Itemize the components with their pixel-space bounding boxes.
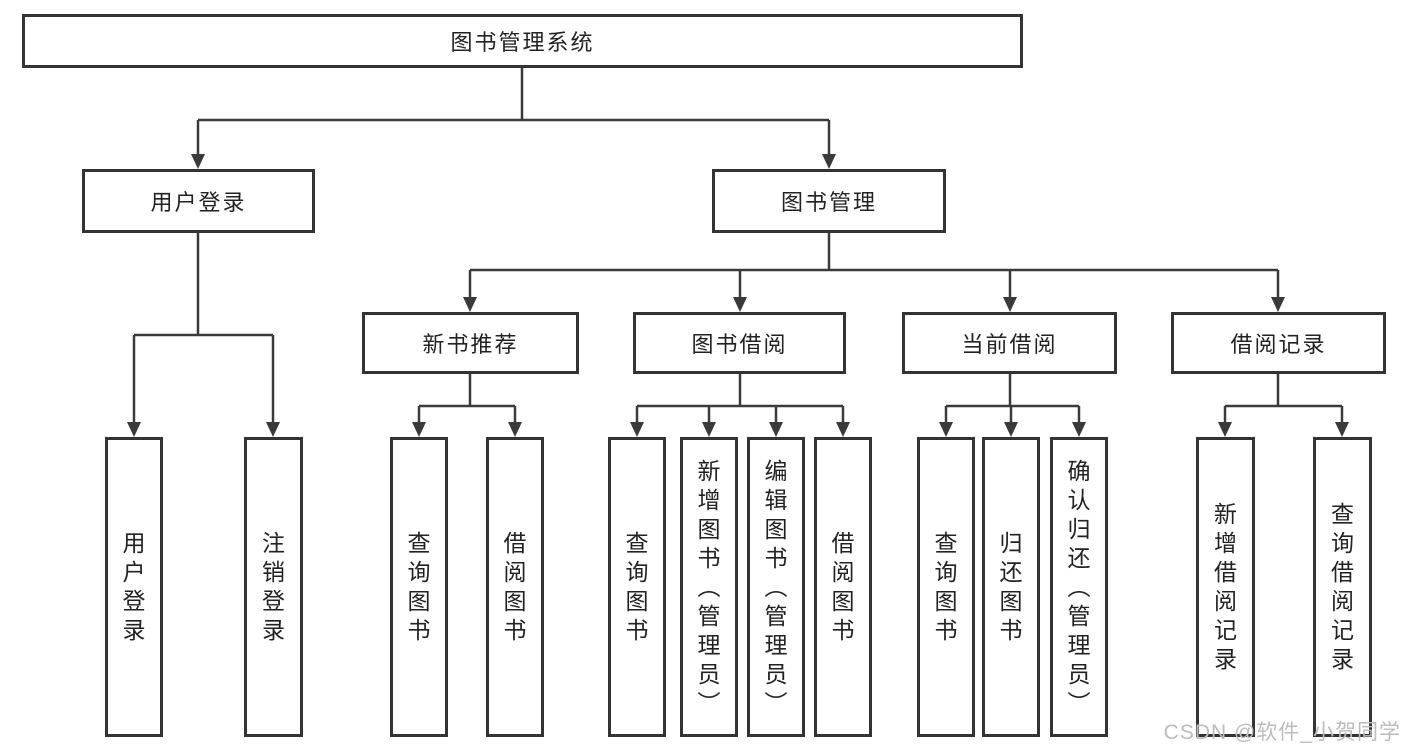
vertical-char: 阅 — [1214, 588, 1237, 614]
vertical-char: 借 — [1214, 559, 1237, 585]
vertical-char: ︵ — [697, 573, 721, 600]
vertical-char: 归 — [1067, 515, 1091, 542]
node-new-book-recommend: 新书推荐 — [362, 312, 579, 374]
csdn-watermark: CSDN @软件_小贺同学 — [1163, 721, 1401, 744]
vertical-char: 新 — [1214, 501, 1237, 527]
leaf-query-books-recommend: 查询图书 — [390, 437, 448, 737]
vertical-char: 管 — [1067, 602, 1091, 629]
vertical-char: 图 — [999, 588, 1023, 614]
vertical-char: 询 — [625, 559, 649, 585]
vertical-char: 录 — [262, 617, 285, 643]
vertical-char: 编 — [764, 457, 788, 484]
vertical-char: 理 — [697, 631, 721, 658]
vertical-char: 阅 — [1331, 588, 1354, 614]
vertical-char: ︵ — [764, 573, 788, 600]
vertical-char: 归 — [999, 530, 1023, 556]
vertical-char: 图 — [934, 588, 958, 614]
vertical-char: 销 — [262, 559, 285, 585]
vertical-char: 书 — [831, 617, 855, 643]
vertical-char: 记 — [1331, 617, 1354, 643]
vertical-char: 还 — [1067, 544, 1091, 571]
vertical-char: 阅 — [831, 559, 855, 585]
node-library-management-system: 图书管理系统 — [22, 14, 1023, 68]
leaf-edit-book-admin: 编辑图书︵管理员︶ — [747, 437, 805, 737]
vertical-char: 阅 — [503, 559, 527, 585]
vertical-char: 书 — [503, 617, 527, 643]
leaf-borrow-books-recommend: 借阅图书 — [486, 437, 544, 737]
vertical-char: 录 — [122, 617, 146, 643]
vertical-char: 员 — [1067, 660, 1091, 687]
vertical-char: 书 — [625, 617, 649, 643]
leaf-user-login: 用户登录 — [105, 437, 163, 737]
vertical-char: 书 — [999, 617, 1023, 643]
leaf-add-borrow-record: 新增借阅记录 — [1196, 437, 1255, 737]
vertical-char: 新 — [697, 457, 721, 484]
vertical-char: 理 — [764, 631, 788, 658]
node-borrowing-records: 借阅记录 — [1171, 312, 1386, 374]
leaf-query-borrow-record: 查询借阅记录 — [1313, 437, 1372, 737]
vertical-char: 查 — [625, 530, 649, 556]
vertical-char: 借 — [1331, 559, 1354, 585]
vertical-char: 员 — [697, 660, 721, 687]
vertical-char: 辑 — [764, 486, 788, 513]
vertical-char: 借 — [503, 530, 527, 556]
vertical-char: 图 — [407, 588, 431, 614]
vertical-char: 增 — [1214, 530, 1237, 556]
vertical-char: 图 — [764, 515, 788, 542]
vertical-char: 员 — [764, 660, 788, 687]
vertical-char: 增 — [697, 486, 721, 513]
vertical-char: 登 — [262, 588, 285, 614]
leaf-confirm-return-admin: 确认归还︵管理员︶ — [1050, 437, 1108, 737]
vertical-char: 登 — [122, 588, 146, 614]
vertical-char: ︵ — [1067, 573, 1091, 600]
vertical-char: 借 — [831, 530, 855, 556]
vertical-char: 询 — [934, 559, 958, 585]
vertical-char: ︶ — [697, 689, 721, 716]
vertical-char: 录 — [1214, 646, 1237, 672]
node-user-login: 用户登录 — [82, 169, 315, 233]
vertical-char: 询 — [407, 559, 431, 585]
vertical-char: 图 — [697, 515, 721, 542]
vertical-char: 图 — [625, 588, 649, 614]
leaf-add-book-admin: 新增图书︵管理员︶ — [680, 437, 738, 737]
vertical-char: ︶ — [1067, 689, 1091, 716]
node-current-borrowing: 当前借阅 — [902, 312, 1117, 374]
vertical-char: 查 — [1331, 501, 1354, 527]
vertical-char: 理 — [1067, 631, 1091, 658]
vertical-char: ︶ — [764, 689, 788, 716]
vertical-char: 询 — [1331, 530, 1354, 556]
vertical-char: 户 — [122, 559, 146, 585]
vertical-char: 记 — [1214, 617, 1237, 643]
vertical-char: 书 — [697, 544, 721, 571]
leaf-logout: 注销登录 — [244, 437, 303, 737]
vertical-char: 查 — [934, 530, 958, 556]
vertical-char: 还 — [999, 559, 1023, 585]
vertical-char: 录 — [1331, 646, 1354, 672]
vertical-char: 认 — [1067, 486, 1091, 513]
vertical-char: 注 — [262, 530, 285, 556]
leaf-return-books: 归还图书 — [982, 437, 1040, 737]
leaf-query-books-borrowing: 查询图书 — [608, 437, 666, 737]
vertical-char: 书 — [934, 617, 958, 643]
vertical-char: 书 — [764, 544, 788, 571]
vertical-char: 查 — [407, 530, 431, 556]
vertical-char: 管 — [697, 602, 721, 629]
leaf-query-books-current: 查询图书 — [917, 437, 975, 737]
leaf-borrow-books-borrowing: 借阅图书 — [814, 437, 872, 737]
vertical-char: 用 — [122, 530, 146, 556]
node-book-management: 图书管理 — [712, 169, 946, 233]
vertical-char: 确 — [1067, 457, 1091, 484]
vertical-char: 图 — [503, 588, 527, 614]
vertical-char: 书 — [407, 617, 431, 643]
node-book-borrowing: 图书借阅 — [633, 312, 846, 374]
vertical-char: 管 — [764, 602, 788, 629]
vertical-char: 图 — [831, 588, 855, 614]
